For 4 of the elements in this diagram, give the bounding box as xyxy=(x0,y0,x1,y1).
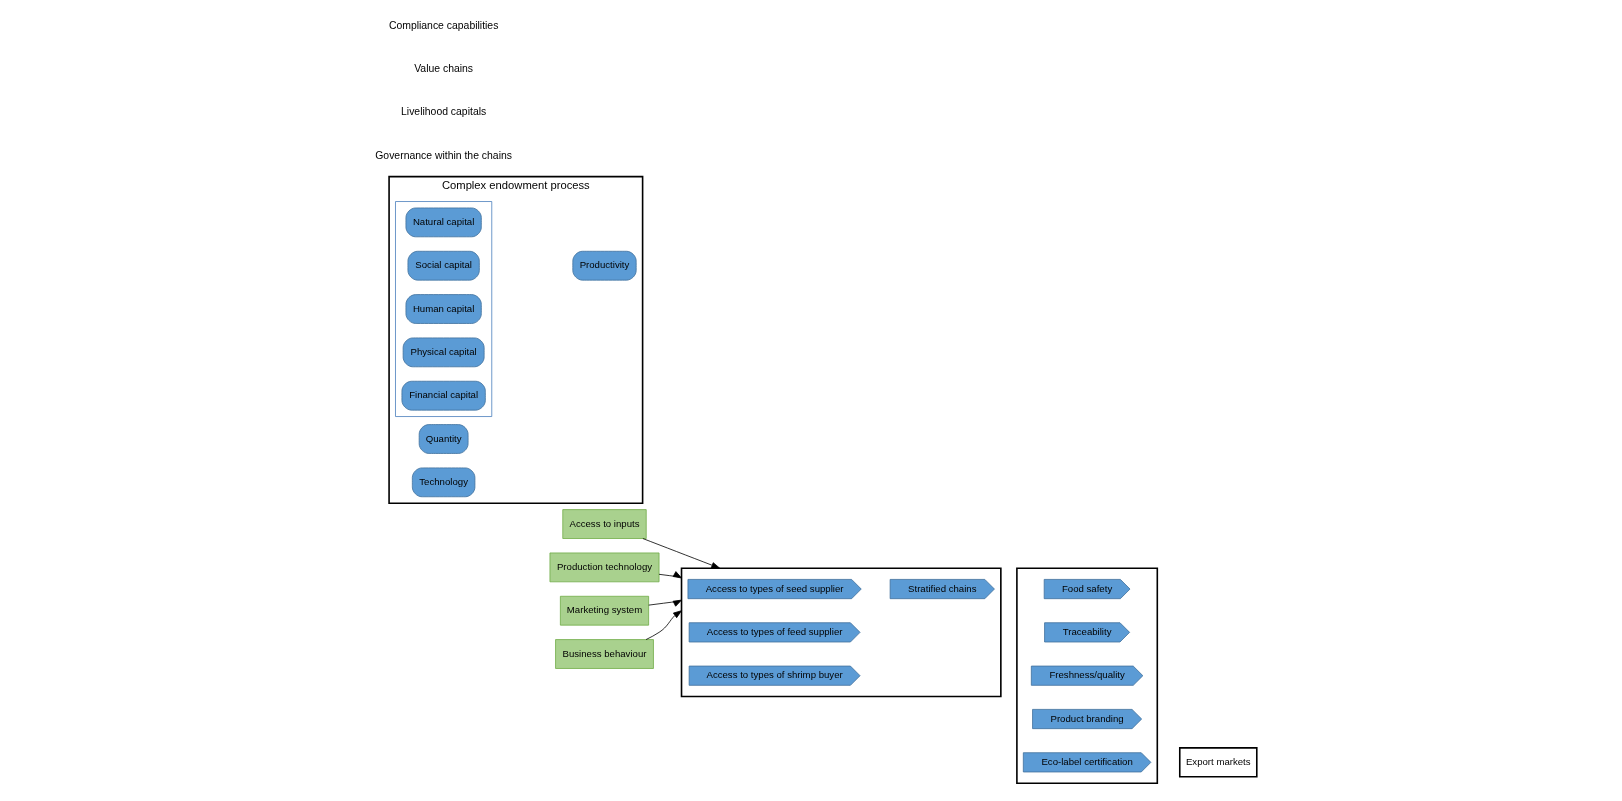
label: Value chains xyxy=(413,62,473,74)
label: Compliance capabilities xyxy=(388,19,498,31)
label: Governance within the chains xyxy=(374,149,512,161)
label: Livelihood capitals xyxy=(400,106,486,118)
